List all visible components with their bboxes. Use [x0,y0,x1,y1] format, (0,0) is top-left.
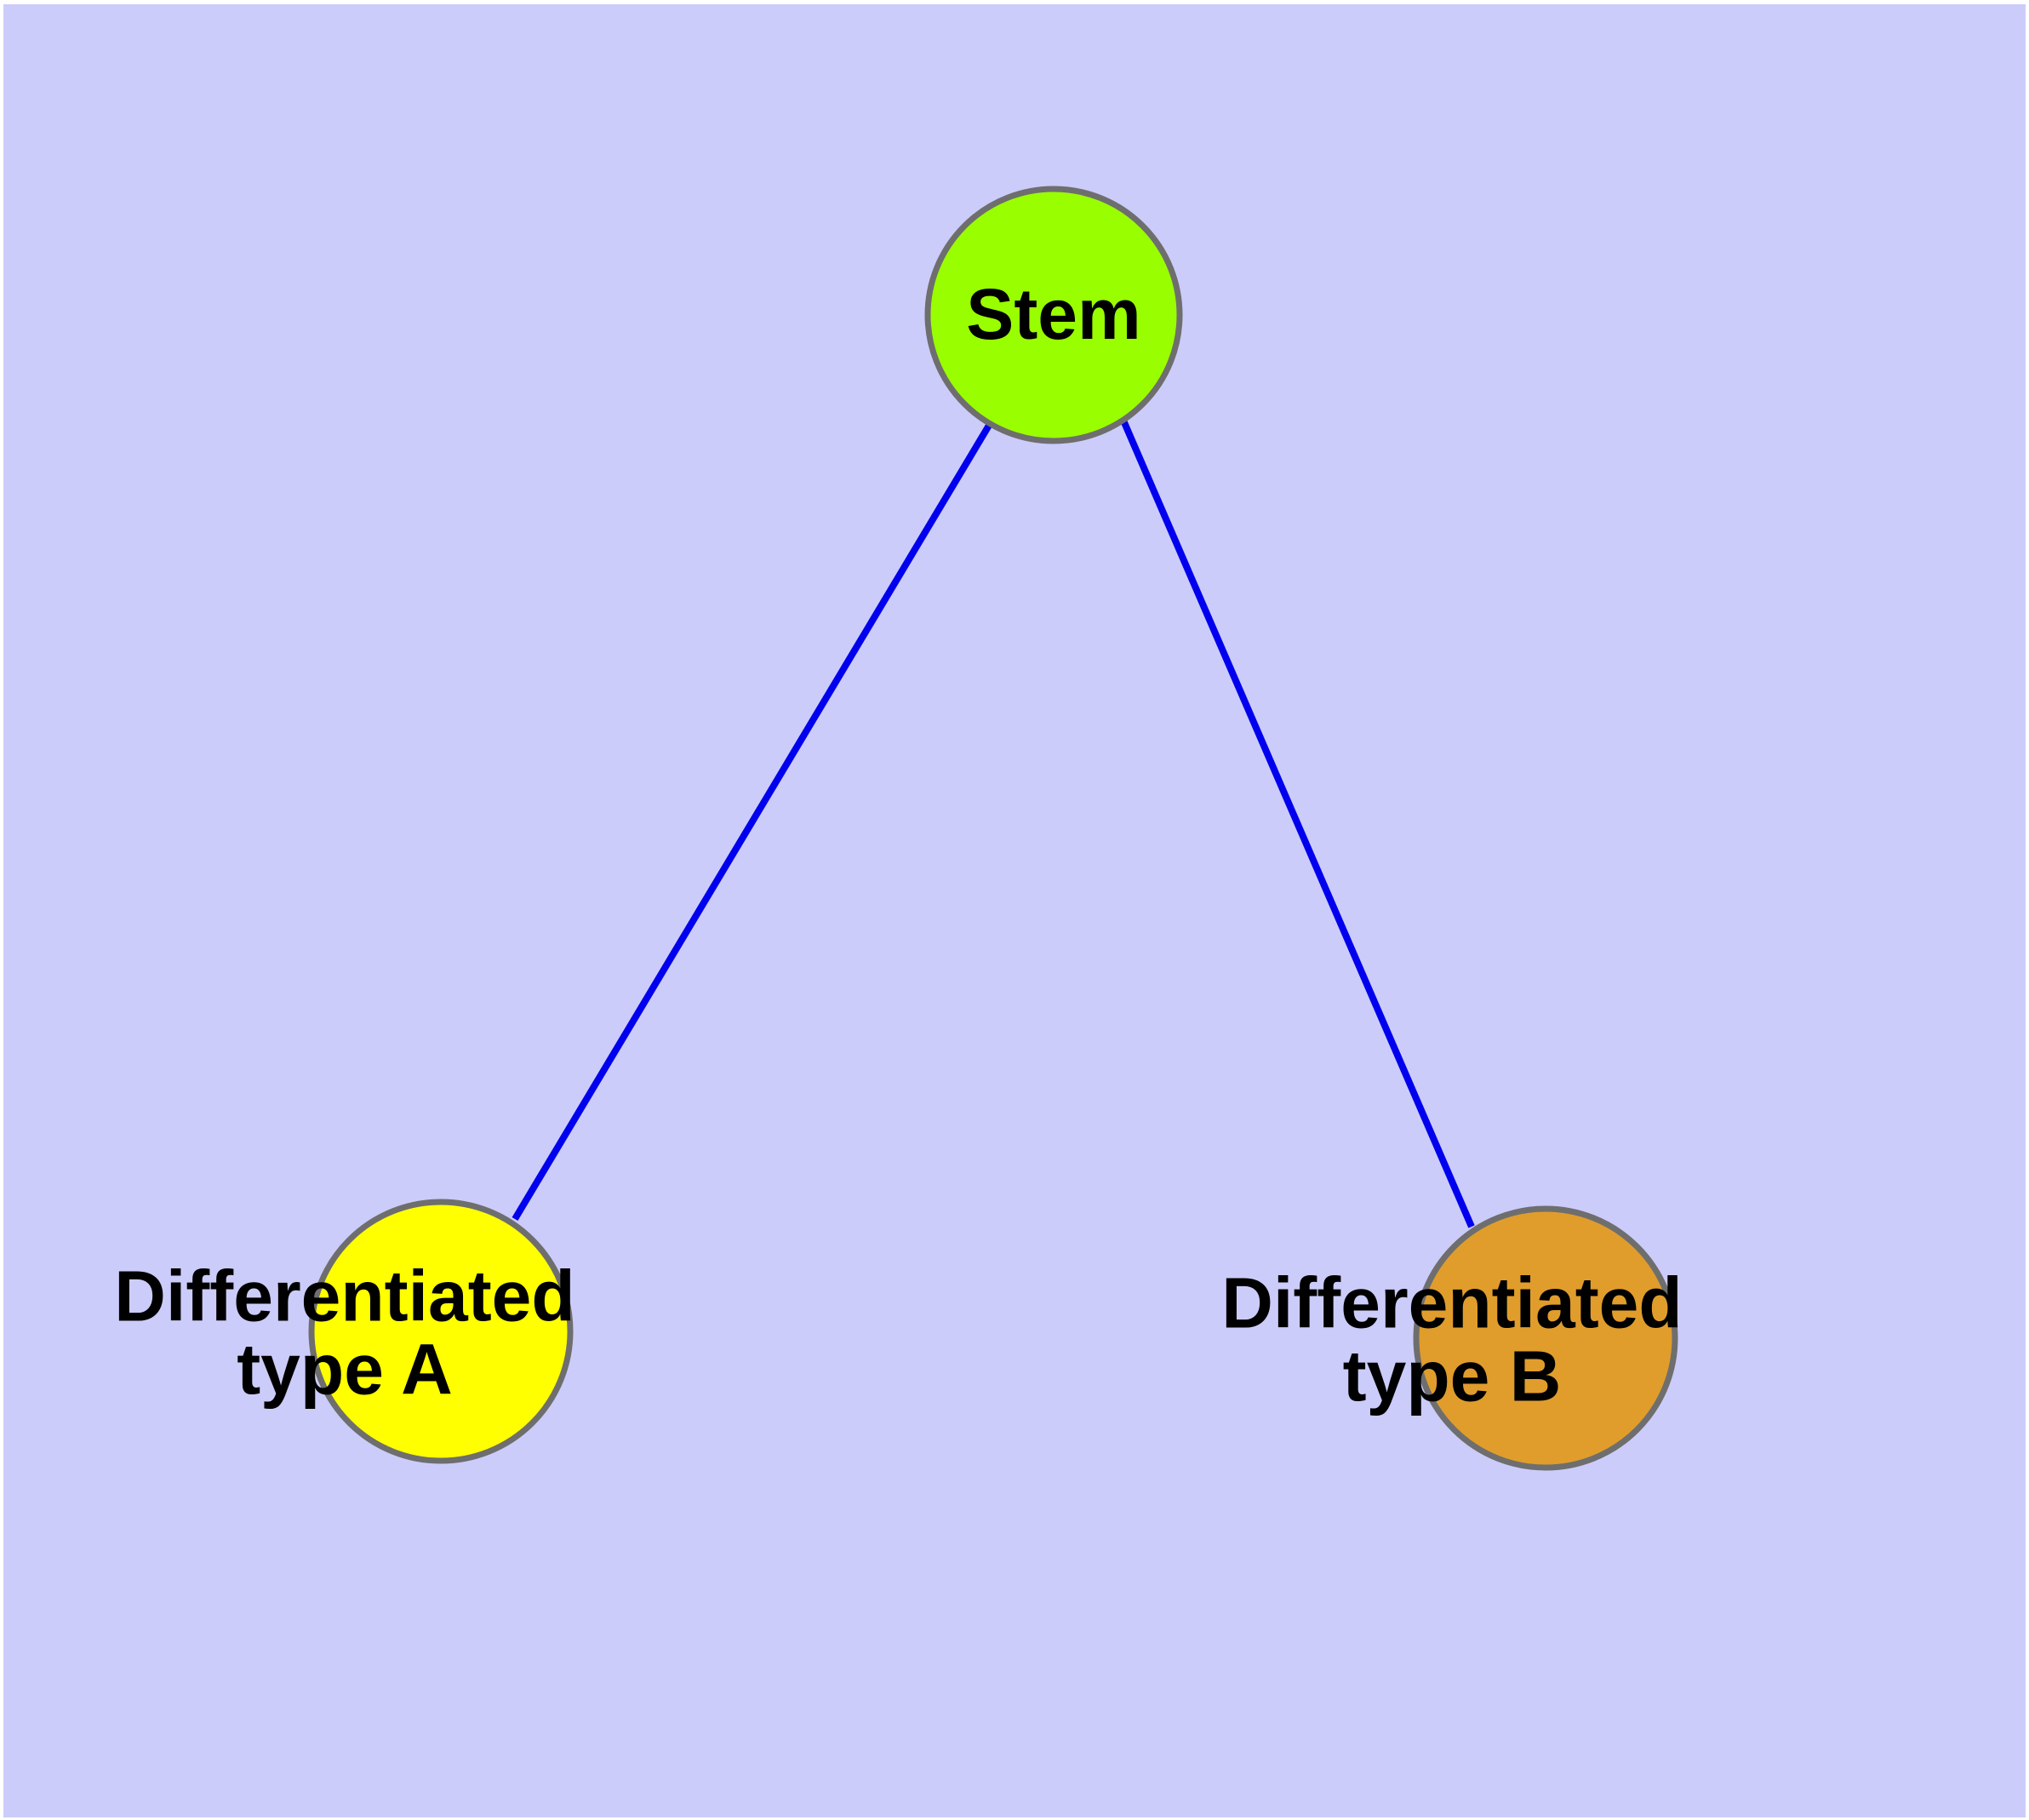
edge-stem-to-type-a[interactable] [512,421,993,1222]
edge-stem-to-type-b[interactable] [1120,419,1475,1228]
edge-layer [512,419,1475,1228]
node-differentiated-type-b[interactable] [1413,1205,1678,1471]
node-layer [308,186,1678,1471]
node-stem[interactable] [924,186,1183,444]
node-differentiated-type-a[interactable] [308,1199,574,1464]
